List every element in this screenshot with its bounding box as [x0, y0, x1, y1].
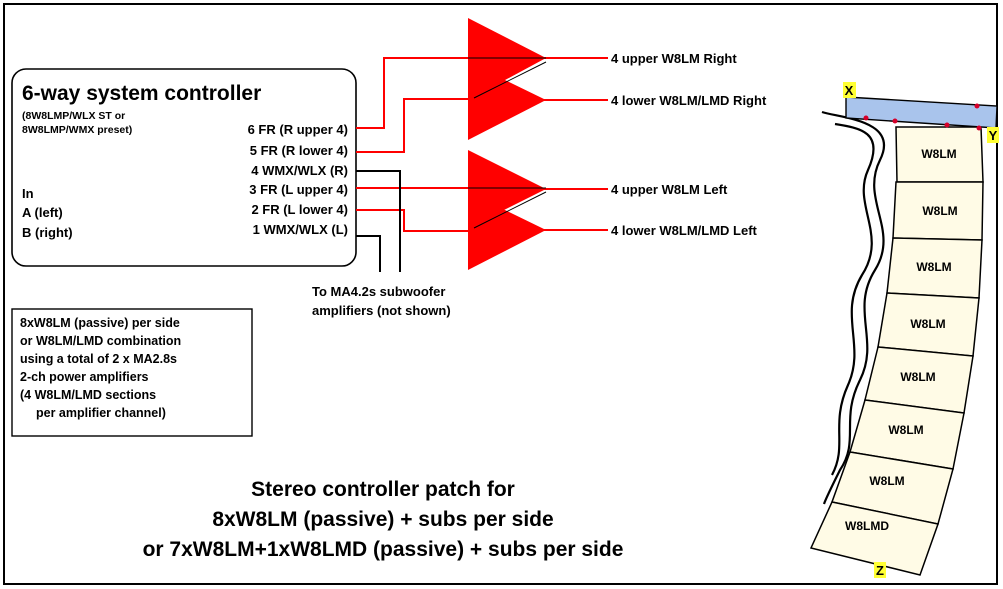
amp-output-label-4: 4 lower W8LM/LMD Left	[611, 223, 758, 238]
amplifiers	[468, 18, 546, 270]
sub-lines	[356, 170, 401, 272]
cabinet-7-label: W8LM	[869, 474, 904, 488]
bracket-pin-5	[976, 125, 982, 131]
cabinet-4: W8LM	[877, 292, 980, 357]
output-6-label: 6 FR (R upper 4)	[248, 122, 348, 137]
sub-line-right	[356, 170, 401, 272]
cabinet-6-label: W8LM	[888, 423, 923, 437]
cabinet-2-label: W8LM	[922, 204, 957, 218]
signal-lines	[356, 57, 608, 232]
amp-output-label-1: 4 upper W8LM Right	[611, 51, 737, 66]
cabinet-3-label: W8LM	[916, 260, 951, 274]
info-line-3: using a total of 2 x MA2.8s	[20, 352, 177, 366]
output-2-label: 2 FR (L lower 4)	[251, 202, 348, 217]
caption-line-2: 8xW8LM (passive) + subs per side	[212, 508, 553, 531]
amp-inner-line-2	[473, 61, 547, 99]
info-line-6: per amplifier channel)	[36, 406, 166, 420]
bracket-pin-4	[974, 103, 980, 109]
bracket-pin-1	[863, 115, 869, 121]
signal-line-r-upper	[356, 57, 468, 129]
controller-note-1: (8W8LMP/WLX ST or	[22, 110, 125, 122]
signal-line-l-lower	[356, 209, 468, 232]
caption-line-3: or 7xW8LM+1xW8LMD (passive) + subs per s…	[143, 538, 624, 561]
cabinet-1-label: W8LM	[921, 147, 956, 161]
output-4-label: 4 WMX/WLX (R)	[251, 163, 348, 178]
marker-y: Y	[989, 128, 998, 143]
marker-x: X	[845, 83, 854, 98]
amp-triangle-l-lower	[468, 192, 546, 270]
amp-inner-line-4	[473, 191, 547, 229]
line-array: W8LM W8LM W8LM W8LM W8LM W8LM W8LM W8LM	[809, 82, 999, 578]
output-3-label: 3 FR (L upper 4)	[249, 182, 348, 197]
sub-line-left	[356, 235, 381, 272]
input-b-label: B (right)	[22, 225, 73, 240]
cabinet-8-body	[809, 501, 939, 576]
cabinet-5-label: W8LM	[900, 370, 935, 384]
marker-z-box	[874, 562, 886, 578]
marker-y-box	[987, 127, 999, 143]
amp-output-label-2: 4 lower W8LM/LMD Right	[611, 93, 767, 108]
caption-line-1: Stereo controller patch for	[251, 478, 515, 501]
sub-note-1: To MA4.2s subwoofer	[312, 284, 445, 299]
info-line-2: or W8LM/LMD combination	[20, 334, 181, 348]
cabinet-8: W8LMD	[809, 501, 939, 576]
array-cable-2	[831, 122, 875, 476]
amp-output-label-3: 4 upper W8LM Left	[611, 182, 728, 197]
cabinet-2: W8LM	[892, 181, 984, 241]
controller-note-2: 8W8LMP/WMX preset)	[22, 124, 132, 136]
info-line-4: 2-ch power amplifiers	[20, 370, 149, 384]
amp-triangle-r-lower	[468, 62, 546, 140]
bracket-pin-3	[944, 122, 950, 128]
cabinet-4-label: W8LM	[910, 317, 945, 331]
info-line-1: 8xW8LM (passive) per side	[20, 316, 180, 330]
bracket-pins	[863, 103, 982, 131]
info-line-5: (4 W8LM/LMD sections	[20, 388, 156, 402]
signal-line-r-lower	[356, 98, 468, 153]
controller-box	[11, 68, 357, 267]
rigging-bracket	[845, 96, 998, 129]
bracket-pin-2	[892, 118, 898, 124]
marker-x-box	[843, 82, 856, 98]
marker-z: Z	[876, 563, 884, 578]
input-label: In	[22, 186, 34, 201]
output-5-label: 5 FR (R lower 4)	[250, 143, 348, 158]
cabinet-5: W8LM	[864, 346, 974, 414]
info-box	[11, 308, 253, 437]
sub-note-2: amplifiers (not shown)	[312, 303, 451, 318]
input-a-label: A (left)	[22, 205, 63, 220]
output-1-label: 1 WMX/WLX (L)	[253, 222, 348, 237]
cabinet-8-label: W8LMD	[845, 519, 889, 533]
cabinet-3: W8LM	[886, 237, 983, 299]
amp-inner-lines	[468, 57, 547, 229]
cabinet-1: W8LM	[895, 126, 984, 183]
controller-title: 6-way system controller	[22, 82, 261, 105]
array-cable-1	[821, 110, 885, 505]
